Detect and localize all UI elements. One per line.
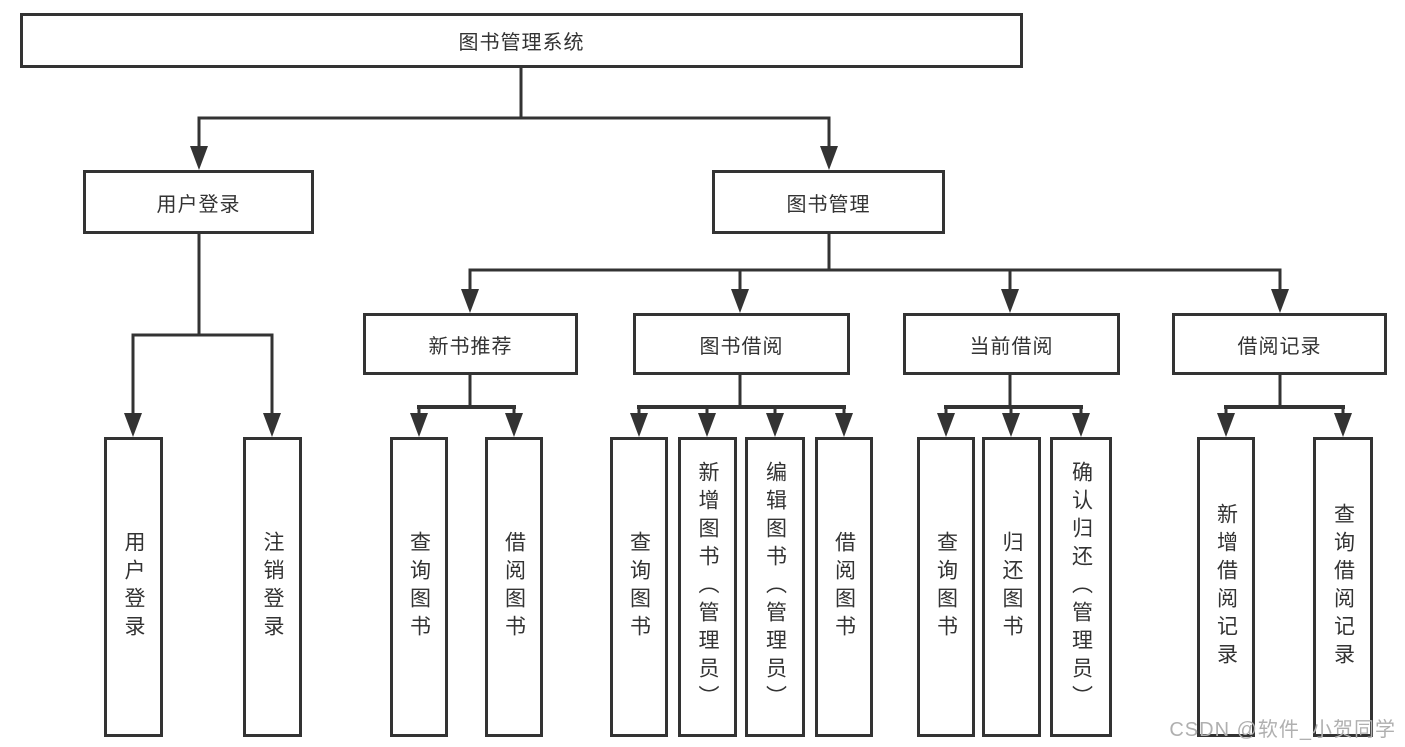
leaf-current-return-books-label: 归还图书 (1000, 531, 1023, 643)
leaf-borrow-borrow-books-label: 借阅图书 (832, 531, 856, 643)
leaf-record-add-label: 新增借阅记录 (1214, 503, 1238, 671)
node-current-borrow: 当前借阅 (903, 313, 1120, 375)
leaf-borrow-edit-books-admin-label: 编辑图书（管理员） (763, 461, 787, 713)
node-book-management-label: 图书管理 (786, 193, 871, 216)
leaf-logout: 注销登录 (243, 437, 302, 737)
leaf-newrec-query-books: 查询图书 (390, 437, 448, 737)
leaf-borrow-add-books-admin: 新增图书（管理员） (678, 437, 737, 737)
leaf-newrec-borrow-books: 借阅图书 (485, 437, 543, 737)
csdn-watermark: CSDN @软件_小贺同学 (1169, 719, 1396, 741)
leaf-current-confirm-return-admin: 确认归还（管理员） (1050, 437, 1112, 737)
leaf-newrec-query-books-label: 查询图书 (407, 531, 431, 643)
node-book-borrow: 图书借阅 (633, 313, 850, 375)
node-borrow-record-label: 借阅记录 (1237, 335, 1322, 358)
node-user-login: 用户登录 (83, 170, 314, 234)
leaf-record-query-label: 查询借阅记录 (1331, 503, 1355, 671)
node-book-borrow-label: 图书借阅 (699, 335, 784, 358)
leaf-logout-label: 注销登录 (261, 531, 284, 643)
node-root: 图书管理系统 (20, 13, 1023, 68)
node-root-label: 图书管理系统 (458, 32, 585, 54)
leaf-borrow-query-books-label: 查询图书 (627, 531, 651, 643)
node-current-borrow-label: 当前借阅 (969, 335, 1054, 358)
leaf-user-login: 用户登录 (104, 437, 163, 737)
leaf-current-confirm-return-admin-label: 确认归还（管理员） (1069, 461, 1093, 713)
leaf-borrow-borrow-books: 借阅图书 (815, 437, 873, 737)
leaf-newrec-borrow-books-label: 借阅图书 (502, 531, 526, 643)
leaf-record-add: 新增借阅记录 (1197, 437, 1255, 737)
node-borrow-record: 借阅记录 (1172, 313, 1387, 375)
node-new-book-recommend-label: 新书推荐 (428, 335, 513, 358)
leaf-current-return-books: 归还图书 (982, 437, 1041, 737)
node-new-book-recommend: 新书推荐 (363, 313, 578, 375)
node-user-login-label: 用户登录 (156, 193, 241, 216)
leaf-borrow-query-books: 查询图书 (610, 437, 668, 737)
leaf-user-login-label: 用户登录 (122, 531, 145, 643)
leaf-borrow-edit-books-admin: 编辑图书（管理员） (745, 437, 805, 737)
arrowheads (124, 146, 1352, 437)
leaf-record-query: 查询借阅记录 (1313, 437, 1373, 737)
leaf-current-query-books-label: 查询图书 (934, 531, 958, 643)
leaf-borrow-add-books-admin-label: 新增图书（管理员） (696, 461, 719, 713)
node-book-management: 图书管理 (712, 170, 945, 234)
leaf-current-query-books: 查询图书 (917, 437, 975, 737)
